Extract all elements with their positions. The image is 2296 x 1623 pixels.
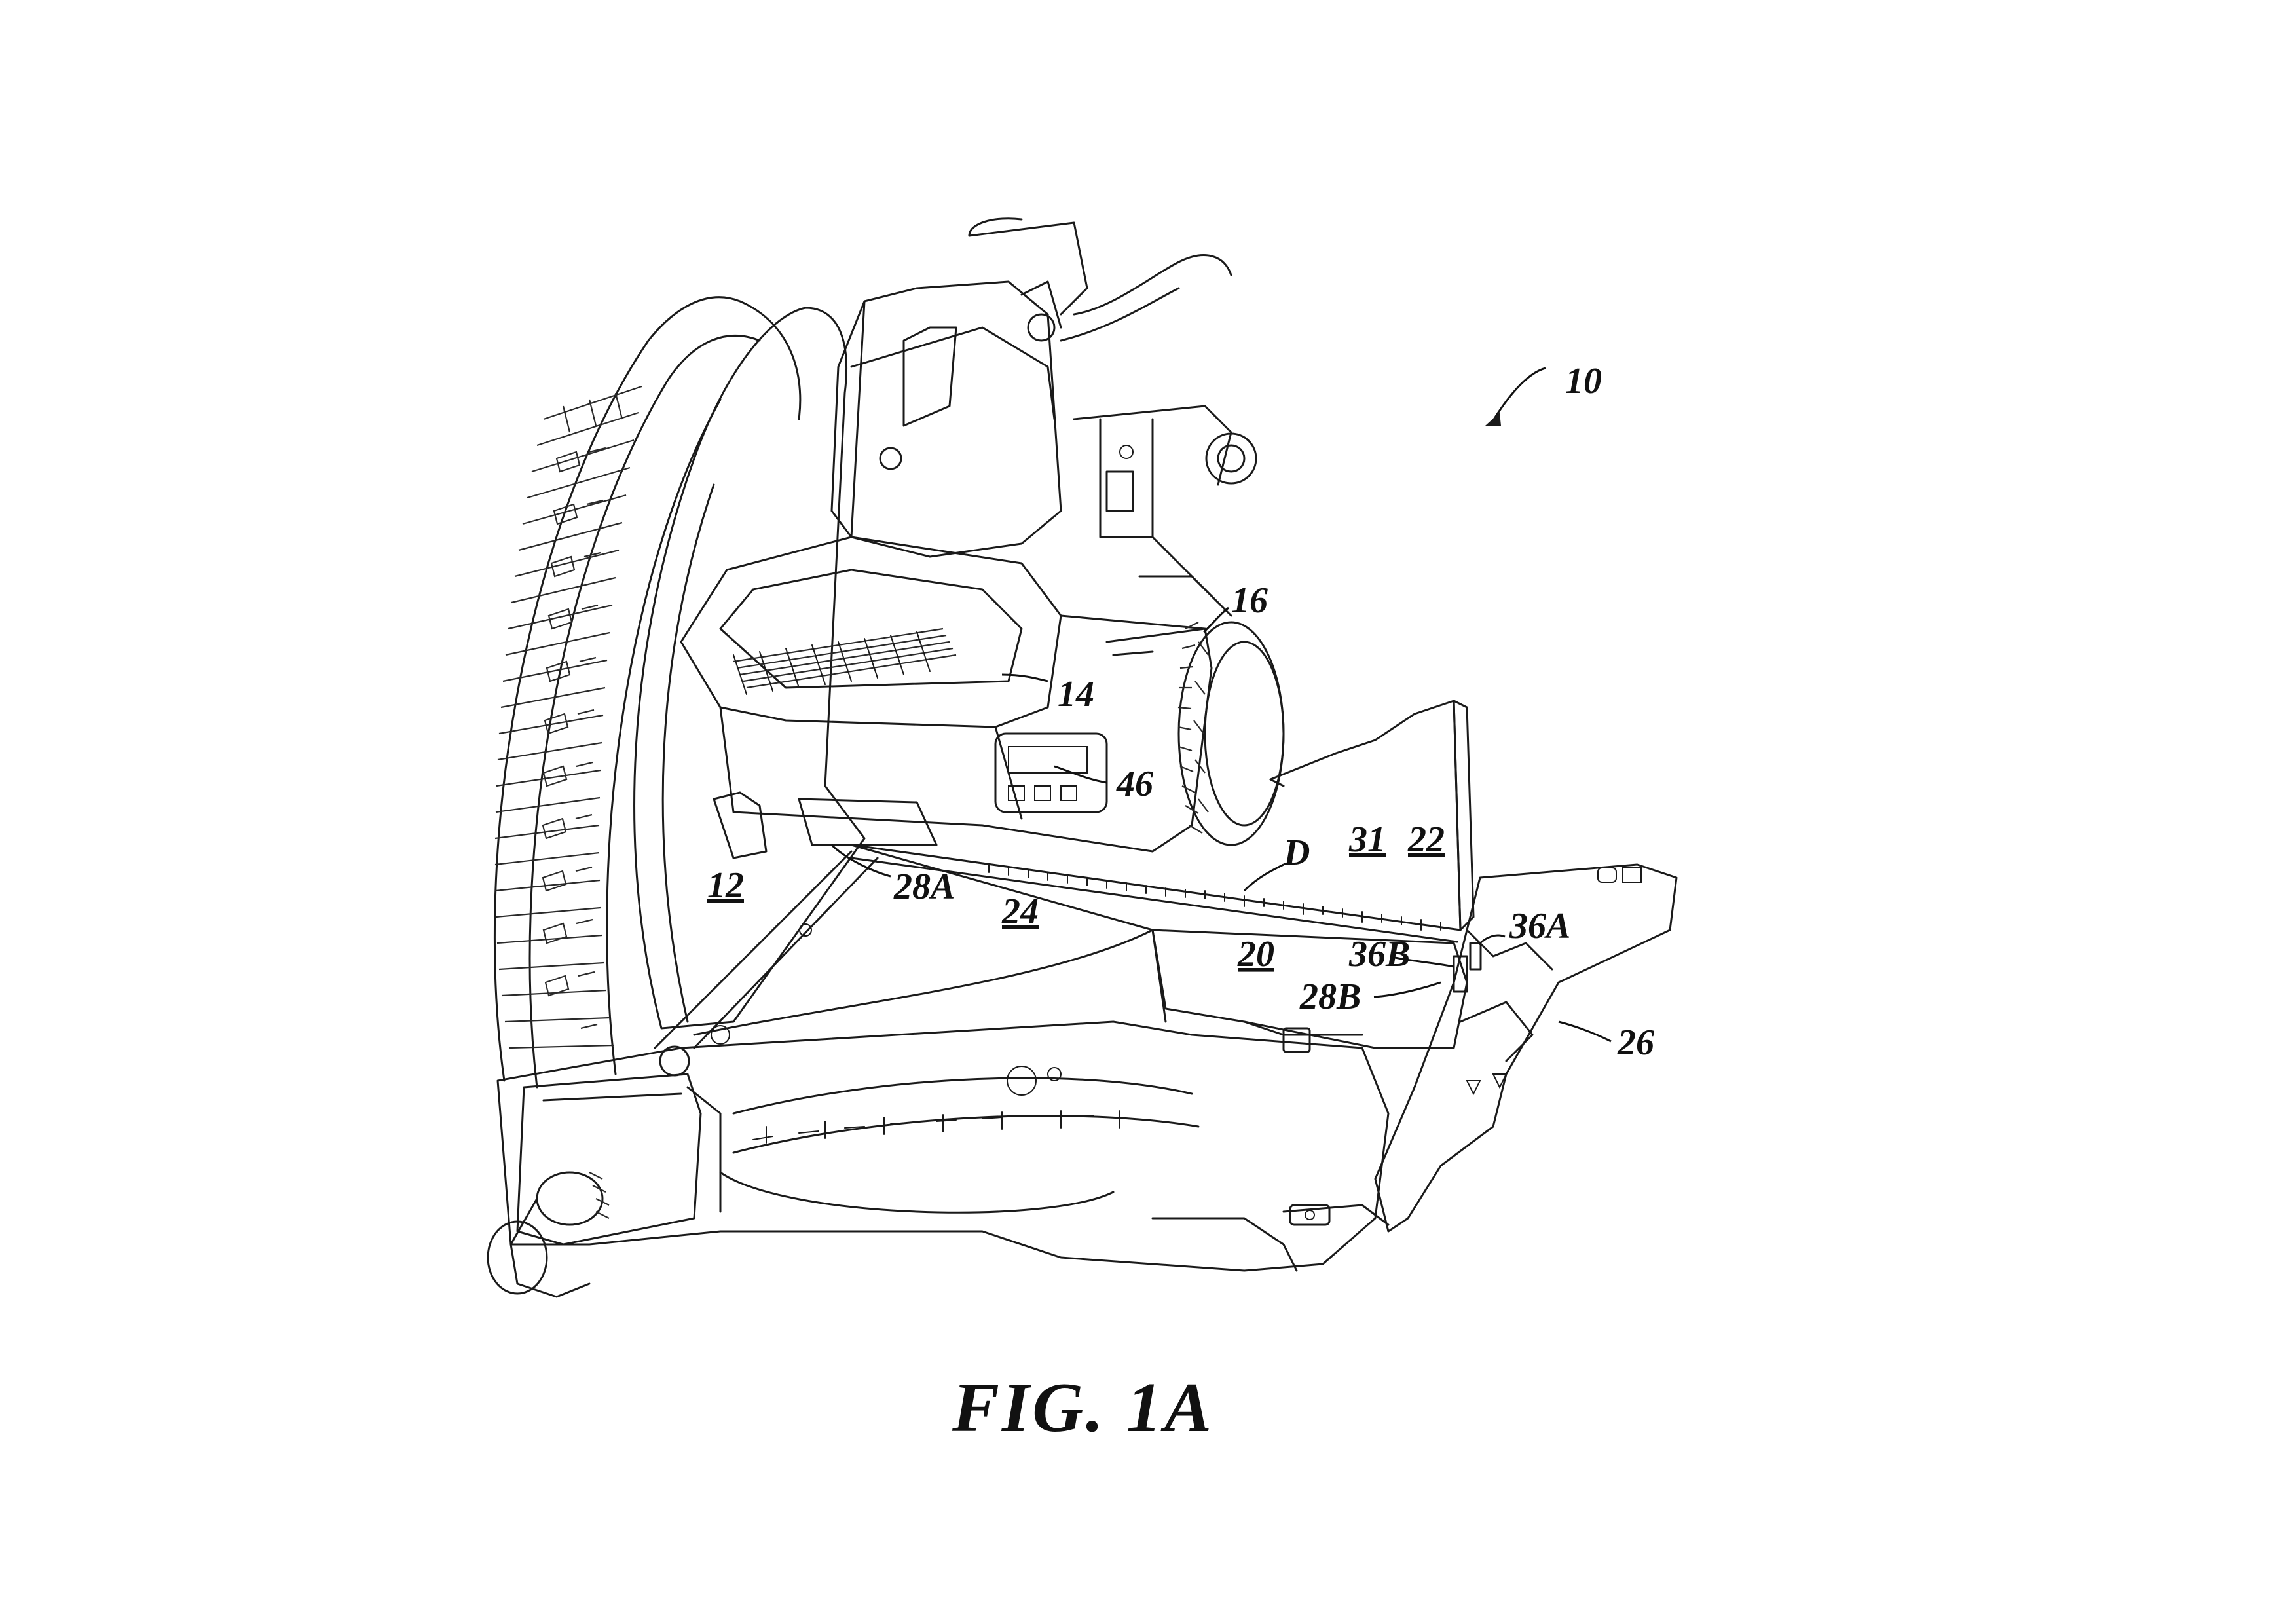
leader-28b (1373, 981, 1441, 998)
leader-36b (1394, 956, 1454, 968)
ref-label-12: 12 (707, 865, 744, 906)
leader-d (1243, 863, 1284, 892)
leader-28a (830, 844, 891, 878)
ref-label-22: 22 (1407, 819, 1445, 860)
ref-label-31: 31 (1348, 819, 1386, 860)
digital-display (994, 732, 1108, 813)
saw-blade (493, 296, 802, 1089)
ref-label-d: D (1283, 832, 1310, 873)
arrowhead-10 (1485, 413, 1501, 426)
reference-labels: 10 16 14 46 D 31 22 12 28A 24 20 36B 36A… (707, 361, 1654, 1063)
leader-36a (1477, 934, 1506, 946)
leader-26 (1558, 1020, 1612, 1043)
leader-14 (1001, 673, 1048, 682)
ref-label-24: 24 (1001, 891, 1039, 932)
ref-label-46: 46 (1116, 764, 1153, 804)
rear-arm (968, 217, 1257, 617)
ref-label-16: 16 (1231, 580, 1268, 621)
saw-base (496, 1020, 1390, 1272)
ref-label-14: 14 (1058, 674, 1094, 715)
ref-label-36a: 36A (1509, 906, 1570, 946)
motor-assembly (680, 280, 1285, 853)
leader-46 (1054, 765, 1107, 784)
ref-label-28b: 28B (1299, 977, 1361, 1017)
figure-caption: FIG. 1A (952, 1369, 1214, 1447)
ref-label-26: 26 (1617, 1022, 1654, 1063)
leader-10 (1492, 367, 1546, 421)
leader-lines (830, 367, 1612, 1043)
ref-label-36b: 36B (1348, 934, 1410, 975)
ref-label-10: 10 (1565, 361, 1602, 401)
ref-label-20: 20 (1237, 934, 1274, 975)
leader-16 (1203, 606, 1229, 633)
table-and-guard (633, 307, 1154, 1077)
bevel-lock-knob (487, 1073, 722, 1298)
blade-teeth-hatching (494, 385, 642, 1049)
fence (850, 700, 1482, 1053)
ref-label-28a: 28A (893, 867, 955, 907)
